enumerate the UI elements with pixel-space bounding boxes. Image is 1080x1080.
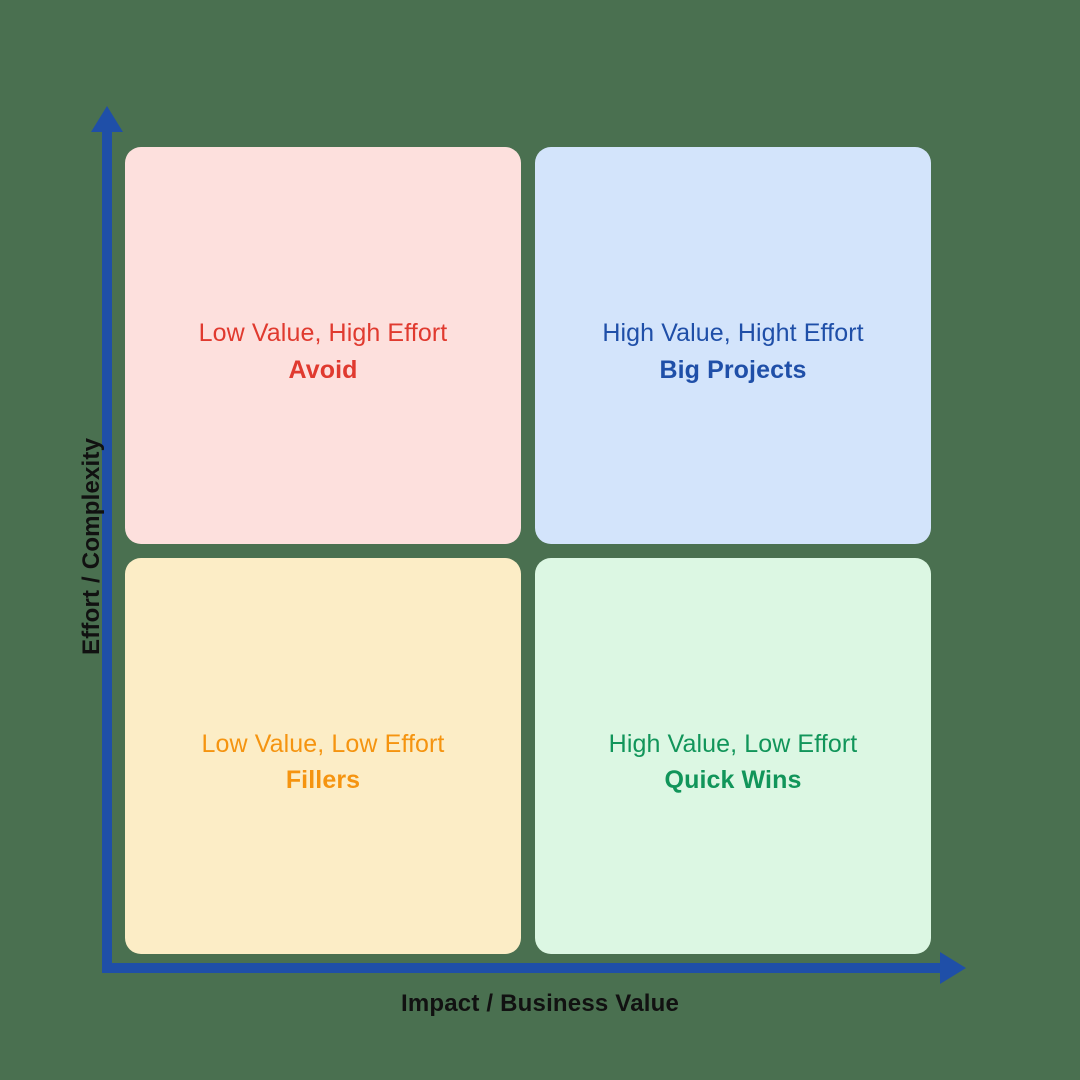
- quadrant-big-projects-description: High Value, Hight Effort: [602, 319, 864, 347]
- quadrant-big-projects-text: High Value, Hight Effort Big Projects: [535, 317, 931, 388]
- quadrant-avoid-description: Low Value, High Effort: [198, 319, 448, 347]
- quadrant-avoid-title: Avoid: [288, 355, 358, 384]
- x-axis-label: Impact / Business Value: [400, 990, 680, 1017]
- quadrant-grid: Low Value, High Effort Avoid High Value,…: [125, 147, 931, 954]
- y-axis-label: Effort / Complexity: [78, 437, 105, 655]
- y-axis-line: [102, 128, 112, 973]
- quadrant-quick-wins-description: High Value, Low Effort: [608, 729, 858, 758]
- quadrant-quick-wins-text: High Value, Low Effort Quick Wins: [535, 728, 931, 799]
- quadrant-big-projects-title: Big Projects: [659, 355, 807, 384]
- y-axis-arrow-icon: [91, 106, 123, 132]
- quadrant-avoid[interactable]: Low Value, High Effort Avoid: [125, 147, 521, 544]
- quadrant-quick-wins[interactable]: High Value, Low Effort Quick Wins: [535, 557, 931, 954]
- x-axis-arrow-icon: [940, 952, 966, 984]
- quadrant-fillers[interactable]: Low Value, Low Effort Fillers: [125, 557, 521, 954]
- quadrant-big-projects[interactable]: High Value, Hight Effort Big Projects: [535, 147, 931, 544]
- quadrant-quick-wins-title: Quick Wins: [664, 766, 802, 795]
- quadrant-fillers-text: Low Value, Low Effort Fillers: [125, 728, 521, 799]
- quadrant-fillers-description: Low Value, Low Effort: [201, 729, 445, 758]
- quadrant-fillers-title: Fillers: [285, 766, 361, 795]
- quadrant-avoid-text: Low Value, High Effort Avoid: [125, 317, 521, 388]
- x-axis-line: [102, 963, 947, 973]
